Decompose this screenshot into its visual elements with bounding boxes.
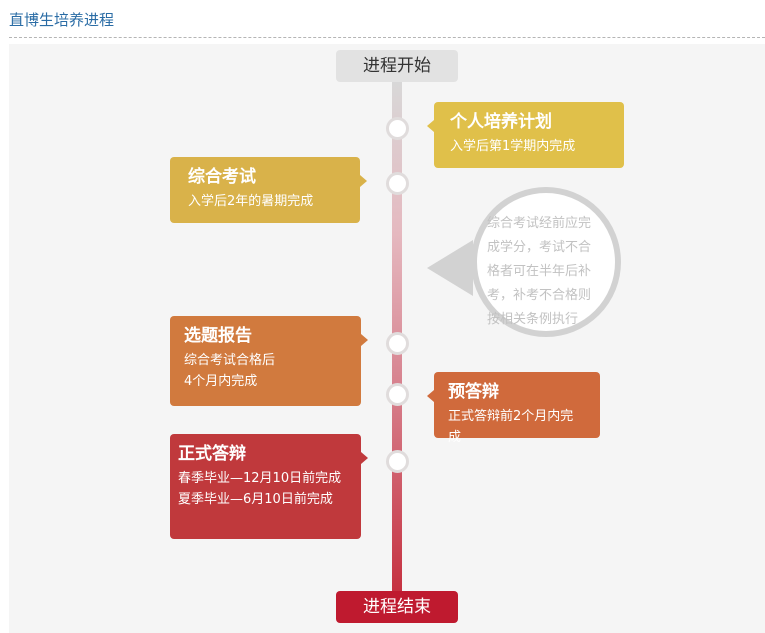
- milestone-title: 个人培养计划: [450, 112, 552, 132]
- milestone-title: 正式答辩: [178, 444, 246, 464]
- timeline-node-2: [386, 172, 409, 195]
- milestone-desc: 正式答辩前2个月内完成: [448, 409, 574, 445]
- timeline-node-1: [386, 117, 409, 140]
- milestone-card-comprehensive-exam: 综合考试 入学后2年的暑期完成: [170, 157, 367, 223]
- timeline-end-label: 进程结束: [336, 591, 458, 623]
- timeline-node-3: [386, 332, 409, 355]
- milestone-desc: 春季毕业—12月10日前完成 夏季毕业—6月10日前完成: [178, 471, 342, 507]
- title-divider: [9, 37, 765, 38]
- note-bubble-tail: [427, 240, 473, 296]
- milestone-desc: 入学后第1学期内完成: [450, 139, 576, 154]
- note-text: 综合考试经前应完 成学分，考试不合 格者可在半年后补 考，补考不合格则 按相关条…: [487, 216, 592, 327]
- milestone-desc: 入学后2年的暑期完成: [188, 194, 314, 209]
- page-title: 直博生培养进程: [9, 11, 115, 29]
- milestone-title: 综合考试: [188, 167, 256, 187]
- timeline-start-label: 进程开始: [336, 50, 458, 82]
- note-bubble: [471, 187, 621, 337]
- milestone-card-personal-plan: 个人培养计划 入学后第1学期内完成: [427, 102, 624, 168]
- milestone-card-formal-defense: 正式答辩 春季毕业—12月10日前完成 夏季毕业—6月10日前完成: [170, 434, 368, 539]
- milestone-desc: 综合考试合格后 4个月内完成: [184, 353, 276, 389]
- milestone-title: 选题报告: [184, 326, 252, 346]
- timeline-node-4: [386, 383, 409, 406]
- milestone-title: 预答辩: [448, 382, 499, 402]
- milestone-card-topic-report: 选题报告 综合考试合格后 4个月内完成: [170, 316, 368, 406]
- timeline-node-5: [386, 450, 409, 473]
- milestone-card-pre-defense: 预答辩 正式答辩前2个月内完成: [427, 372, 600, 445]
